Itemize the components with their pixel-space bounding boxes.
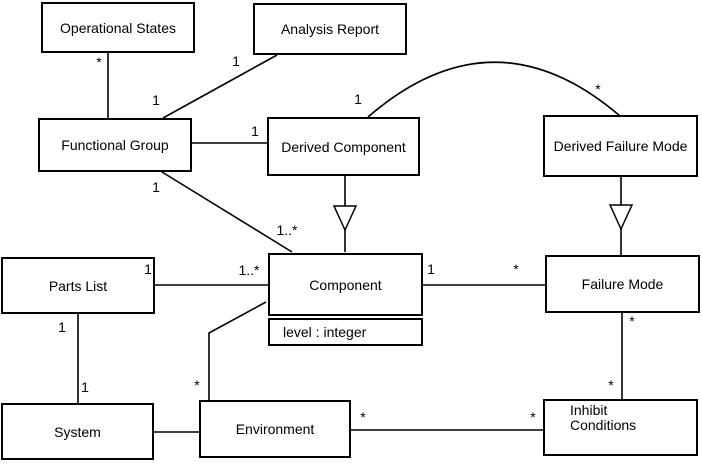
multiplicity-label: * bbox=[96, 54, 102, 70]
class-attribute-label: level : integer bbox=[283, 324, 367, 340]
class-name-label: Functional Group bbox=[61, 137, 169, 153]
parts-list-class-box[interactable]: Parts List bbox=[1, 257, 155, 314]
failure-mode-class-box[interactable]: Failure Mode bbox=[545, 255, 700, 313]
class-name-label: Operational States bbox=[60, 19, 176, 36]
component--environment-edge[interactable] bbox=[208, 301, 267, 400]
class-name-label: Derived Component bbox=[281, 138, 406, 155]
generalization-arrowhead-icon bbox=[332, 205, 358, 232]
multiplicity-label: * bbox=[194, 377, 200, 393]
environment-class-box[interactable]: Environment bbox=[199, 400, 351, 458]
multiplicity-label: 1 bbox=[58, 319, 66, 335]
multiplicity-label: * bbox=[513, 261, 519, 277]
multiplicity-label: * bbox=[530, 409, 536, 425]
class-name-label: Analysis Report bbox=[280, 21, 380, 37]
multiplicity-label: 1 bbox=[251, 123, 259, 139]
class-name-label: Conditions bbox=[570, 417, 637, 433]
multiplicity-label: 1 bbox=[152, 179, 160, 195]
functional-group-class-box[interactable]: Functional Group bbox=[38, 118, 192, 172]
multiplicity-label: 1 bbox=[232, 53, 240, 69]
operational-states-class-box[interactable]: Operational States bbox=[41, 2, 195, 53]
multiplicity-label: 1 bbox=[152, 92, 160, 108]
multiplicity-label: * bbox=[608, 377, 614, 393]
multiplicity-label: 1 bbox=[354, 91, 362, 107]
class-name-label: Failure Mode bbox=[581, 276, 664, 292]
class-name-label: Inhibit bbox=[570, 402, 608, 418]
multiplicity-label: 1 bbox=[427, 261, 435, 277]
multiplicity-label: 1 bbox=[144, 261, 152, 277]
class-name-label: Environment bbox=[235, 421, 315, 437]
class-name-label: Component bbox=[309, 276, 382, 293]
class-name-label: Parts List bbox=[48, 277, 108, 294]
component-class-box[interactable]: Component level : integer bbox=[268, 253, 423, 346]
derived-component-class-box[interactable]: Derived Component bbox=[267, 117, 420, 176]
functional-group--component-edge[interactable] bbox=[161, 171, 293, 253]
system-class-box[interactable]: System bbox=[1, 403, 154, 460]
multiplicity-label: 1..* bbox=[238, 262, 260, 278]
multiplicity-label: * bbox=[360, 409, 366, 425]
class-name-label: System bbox=[54, 423, 101, 440]
multiplicity-label: 1 bbox=[81, 379, 89, 395]
derived-component--derived-failure-mode-edge[interactable] bbox=[367, 61, 621, 118]
generalization-arrowhead-icon bbox=[608, 204, 634, 231]
multiplicity-label: 1..* bbox=[276, 222, 298, 238]
analysis-report-class-box[interactable]: Analysis Report bbox=[253, 3, 407, 55]
derived-failure-mode-class-box[interactable]: Derived Failure Mode bbox=[543, 115, 698, 177]
analysis-report--functional-group-edge[interactable] bbox=[162, 54, 278, 119]
multiplicity-label: * bbox=[595, 81, 601, 97]
class-name-label: Derived Failure Mode bbox=[553, 138, 688, 154]
multiplicity-label: * bbox=[629, 313, 635, 329]
